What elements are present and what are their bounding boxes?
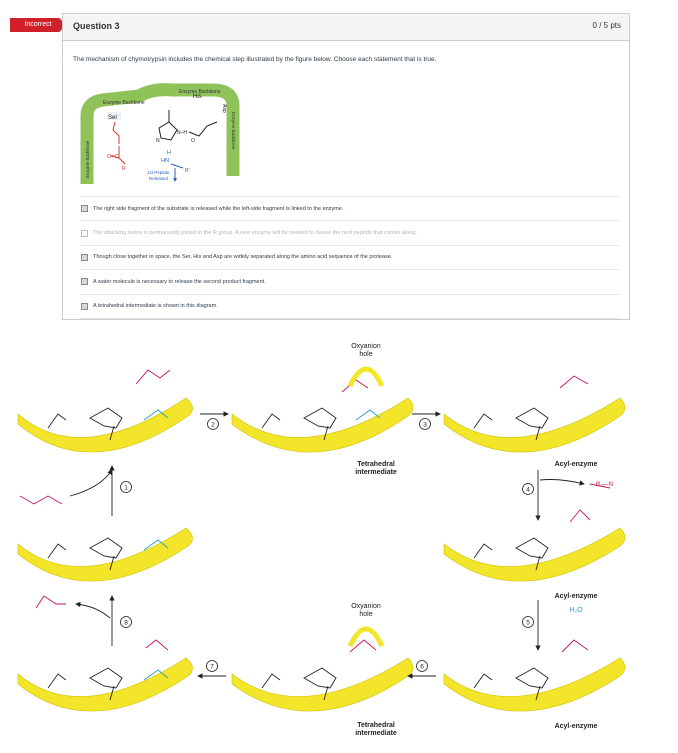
- h-label: H: [167, 150, 171, 156]
- step-number-circles: 2 3 4 5 6 7 8 1: [120, 418, 534, 672]
- question-card: Question 3 0 / 5 pts The mechanism of ch…: [62, 13, 630, 320]
- answer-option-4[interactable]: A water molecule is necessary to release…: [81, 270, 619, 295]
- answer-text: The right side fragment of the substrate…: [93, 205, 344, 212]
- enzyme-crescent-6: [17, 657, 193, 712]
- water-label: H₂O: [569, 607, 583, 614]
- oxyanion-hole-label-1a: Oxyanion: [351, 343, 381, 350]
- backbone-label-top-left: Enzyme Backbone: [103, 100, 145, 106]
- answer-option-3[interactable]: Though close together in space, the Ser,…: [81, 246, 619, 271]
- enzyme-crescent-8: [443, 657, 626, 712]
- tetrahedral-label-1a: Tetrahedral: [357, 461, 395, 468]
- svg-text:O: O: [191, 138, 195, 144]
- answer-option-2[interactable]: The attacking serine is permanently join…: [81, 221, 619, 246]
- backbone-label-right: Enzyme Backbone: [231, 112, 236, 150]
- step-number-8: 8: [124, 620, 128, 627]
- r-prime-label: R': [185, 168, 190, 174]
- peptide-released-label-2: Released: [149, 176, 169, 181]
- step-arrow-8-branch: [75, 601, 111, 619]
- answer-text: A water molecule is necessary to release…: [93, 278, 266, 285]
- released-amine-label: R₂—N: [596, 482, 613, 488]
- step-number-4: 4: [526, 487, 530, 494]
- answer-text: Though close together in space, the Ser,…: [93, 254, 393, 261]
- acyl-enzyme-label-2: Acyl-enzyme: [555, 593, 598, 600]
- step-number-1: 1: [124, 485, 128, 492]
- answer-text: A tetrahedral intermediate is shown in t…: [93, 303, 218, 310]
- enzyme-crescent-2: [231, 397, 414, 453]
- answer-checkbox[interactable]: [81, 205, 88, 213]
- oxyanion-hole-label-2a: Oxyanion: [351, 603, 381, 610]
- mechanism-diagram: Oxyanion hole Oxyanion hole Tetrahedral …: [17, 343, 626, 737]
- question-points: 0 / 5 pts: [592, 21, 621, 30]
- oxyanion-hole-label-2b: hole: [359, 611, 372, 618]
- asp-label: Asp: [221, 104, 227, 113]
- backbone-label-left: Enzyme Backbone: [85, 140, 90, 178]
- answer-option-1[interactable]: The right side fragment of the substrate…: [81, 196, 619, 222]
- answer-option-5[interactable]: A tetrahedral intermediate is shown in t…: [81, 295, 619, 319]
- his-label: His: [193, 94, 202, 100]
- oxyanion-hole-label-1b: hole: [359, 351, 372, 358]
- answer-checkbox[interactable]: [81, 278, 88, 286]
- step-arrow-1-branch: [69, 469, 113, 497]
- acyl-enzyme-label-3: Acyl-enzyme: [555, 723, 598, 730]
- r-label: R: [122, 166, 126, 172]
- tetrahedral-label-1b: intermediate: [355, 469, 397, 476]
- question-text: The mechanism of chymotrypsin includes t…: [73, 56, 437, 63]
- tetrahedral-label-2a: Tetrahedral: [357, 722, 395, 729]
- acyl-enzyme-label-1: Acyl-enzyme: [555, 461, 598, 468]
- step-number-5: 5: [526, 620, 530, 627]
- answer-checkbox[interactable]: [81, 253, 88, 261]
- question-title: Question 3: [73, 21, 120, 31]
- enzyme-crescent-5: [443, 527, 626, 582]
- oxyanion-hole-arc-1: [347, 366, 385, 388]
- question-header: Question 3 0 / 5 pts: [63, 14, 629, 41]
- step-number-6: 6: [420, 664, 424, 671]
- step-arrow-4-branch: [539, 479, 585, 486]
- enzyme-crescent-4: [17, 527, 193, 582]
- svg-text:N: N: [156, 138, 160, 144]
- answer-checkbox[interactable]: [81, 302, 88, 310]
- enzyme-crescents: [17, 397, 626, 712]
- peptide-released-label-1: 1st Peptide: [147, 170, 170, 175]
- svg-text:N–H: N–H: [177, 130, 187, 136]
- svg-text:O=C: O=C: [107, 154, 118, 160]
- active-site-figure: Enzyme Backbone Enzyme Backbone Enzyme B…: [80, 83, 240, 184]
- step-number-7: 7: [210, 664, 214, 671]
- incorrect-flag: Incorrect: [10, 18, 66, 32]
- step-number-3: 3: [423, 422, 427, 429]
- oxyanion-hole-arc-2: [347, 626, 385, 648]
- step-number-2: 2: [211, 422, 215, 429]
- enzyme-backbone-arch: [80, 83, 240, 184]
- hn-label: HN: [161, 158, 169, 164]
- backbone-label-top-right: Enzyme Backbone: [179, 89, 221, 95]
- answer-checkbox[interactable]: [81, 229, 88, 237]
- answer-text: The attacking serine is permanently join…: [93, 230, 417, 237]
- ser-label: Ser: [108, 115, 117, 121]
- tetrahedral-label-2b: intermediate: [355, 730, 397, 737]
- enzyme-crescent-1: [17, 397, 193, 453]
- enzyme-crescent-3: [443, 397, 626, 453]
- enzyme-crescent-7: [231, 657, 414, 712]
- answer-list: The right side fragment of the substrate…: [81, 196, 619, 319]
